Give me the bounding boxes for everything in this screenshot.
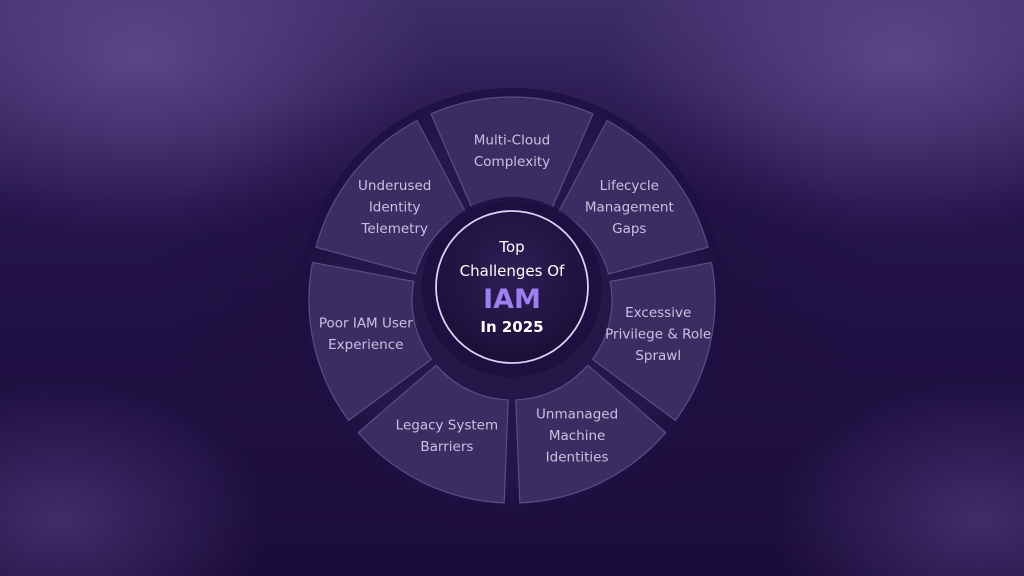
wheel-segment-label: Unmanaged bbox=[536, 407, 618, 423]
wheel-segment-label: Poor IAM User bbox=[319, 316, 413, 332]
wheel-segment-shape bbox=[591, 261, 716, 421]
wheel-segment-shape bbox=[315, 120, 466, 275]
wheel-segment-label: Telemetry bbox=[360, 221, 428, 237]
wheel-segment-label: Machine bbox=[549, 428, 606, 444]
wheel-segment-label: Sprawl bbox=[635, 348, 681, 364]
wheel-segment-label: Complexity bbox=[474, 154, 550, 170]
wheel-segment-shape bbox=[357, 364, 509, 504]
center-hub: Top Challenges Of IAM In 2025 bbox=[422, 197, 602, 377]
wheel-segment-label: Underused bbox=[358, 178, 431, 194]
wheel-segment-label: Identity bbox=[369, 200, 421, 216]
wheel-segment-label: Excessive bbox=[625, 305, 691, 321]
wheel-segment-label: Experience bbox=[328, 337, 403, 353]
wheel-segment-shape bbox=[308, 261, 433, 421]
wheel-segment-shape bbox=[558, 120, 709, 275]
wheel-segment-label: Gaps bbox=[612, 221, 646, 237]
center-title-year: In 2025 bbox=[480, 318, 543, 336]
segments-group: Multi-CloudComplexityLifecycleManagement… bbox=[308, 96, 716, 504]
wheel-segment-label: Legacy System bbox=[396, 417, 498, 433]
wheel-segment-label: Privilege & Role bbox=[605, 326, 711, 342]
center-hub-disc bbox=[435, 210, 589, 364]
center-title-line2: Challenges Of bbox=[460, 262, 565, 280]
center-title-line1: Top bbox=[498, 238, 524, 256]
wheel-segment-label: Lifecycle bbox=[600, 178, 659, 194]
wheel-segment-label: Barriers bbox=[420, 439, 473, 455]
wheel-segment-label: Management bbox=[585, 200, 674, 216]
center-title-highlight: IAM bbox=[483, 284, 541, 315]
wheel-segment-shape bbox=[515, 364, 667, 504]
wheel-segment-label: Identities bbox=[546, 450, 609, 466]
wheel-segment-label: Multi-Cloud bbox=[474, 132, 550, 148]
